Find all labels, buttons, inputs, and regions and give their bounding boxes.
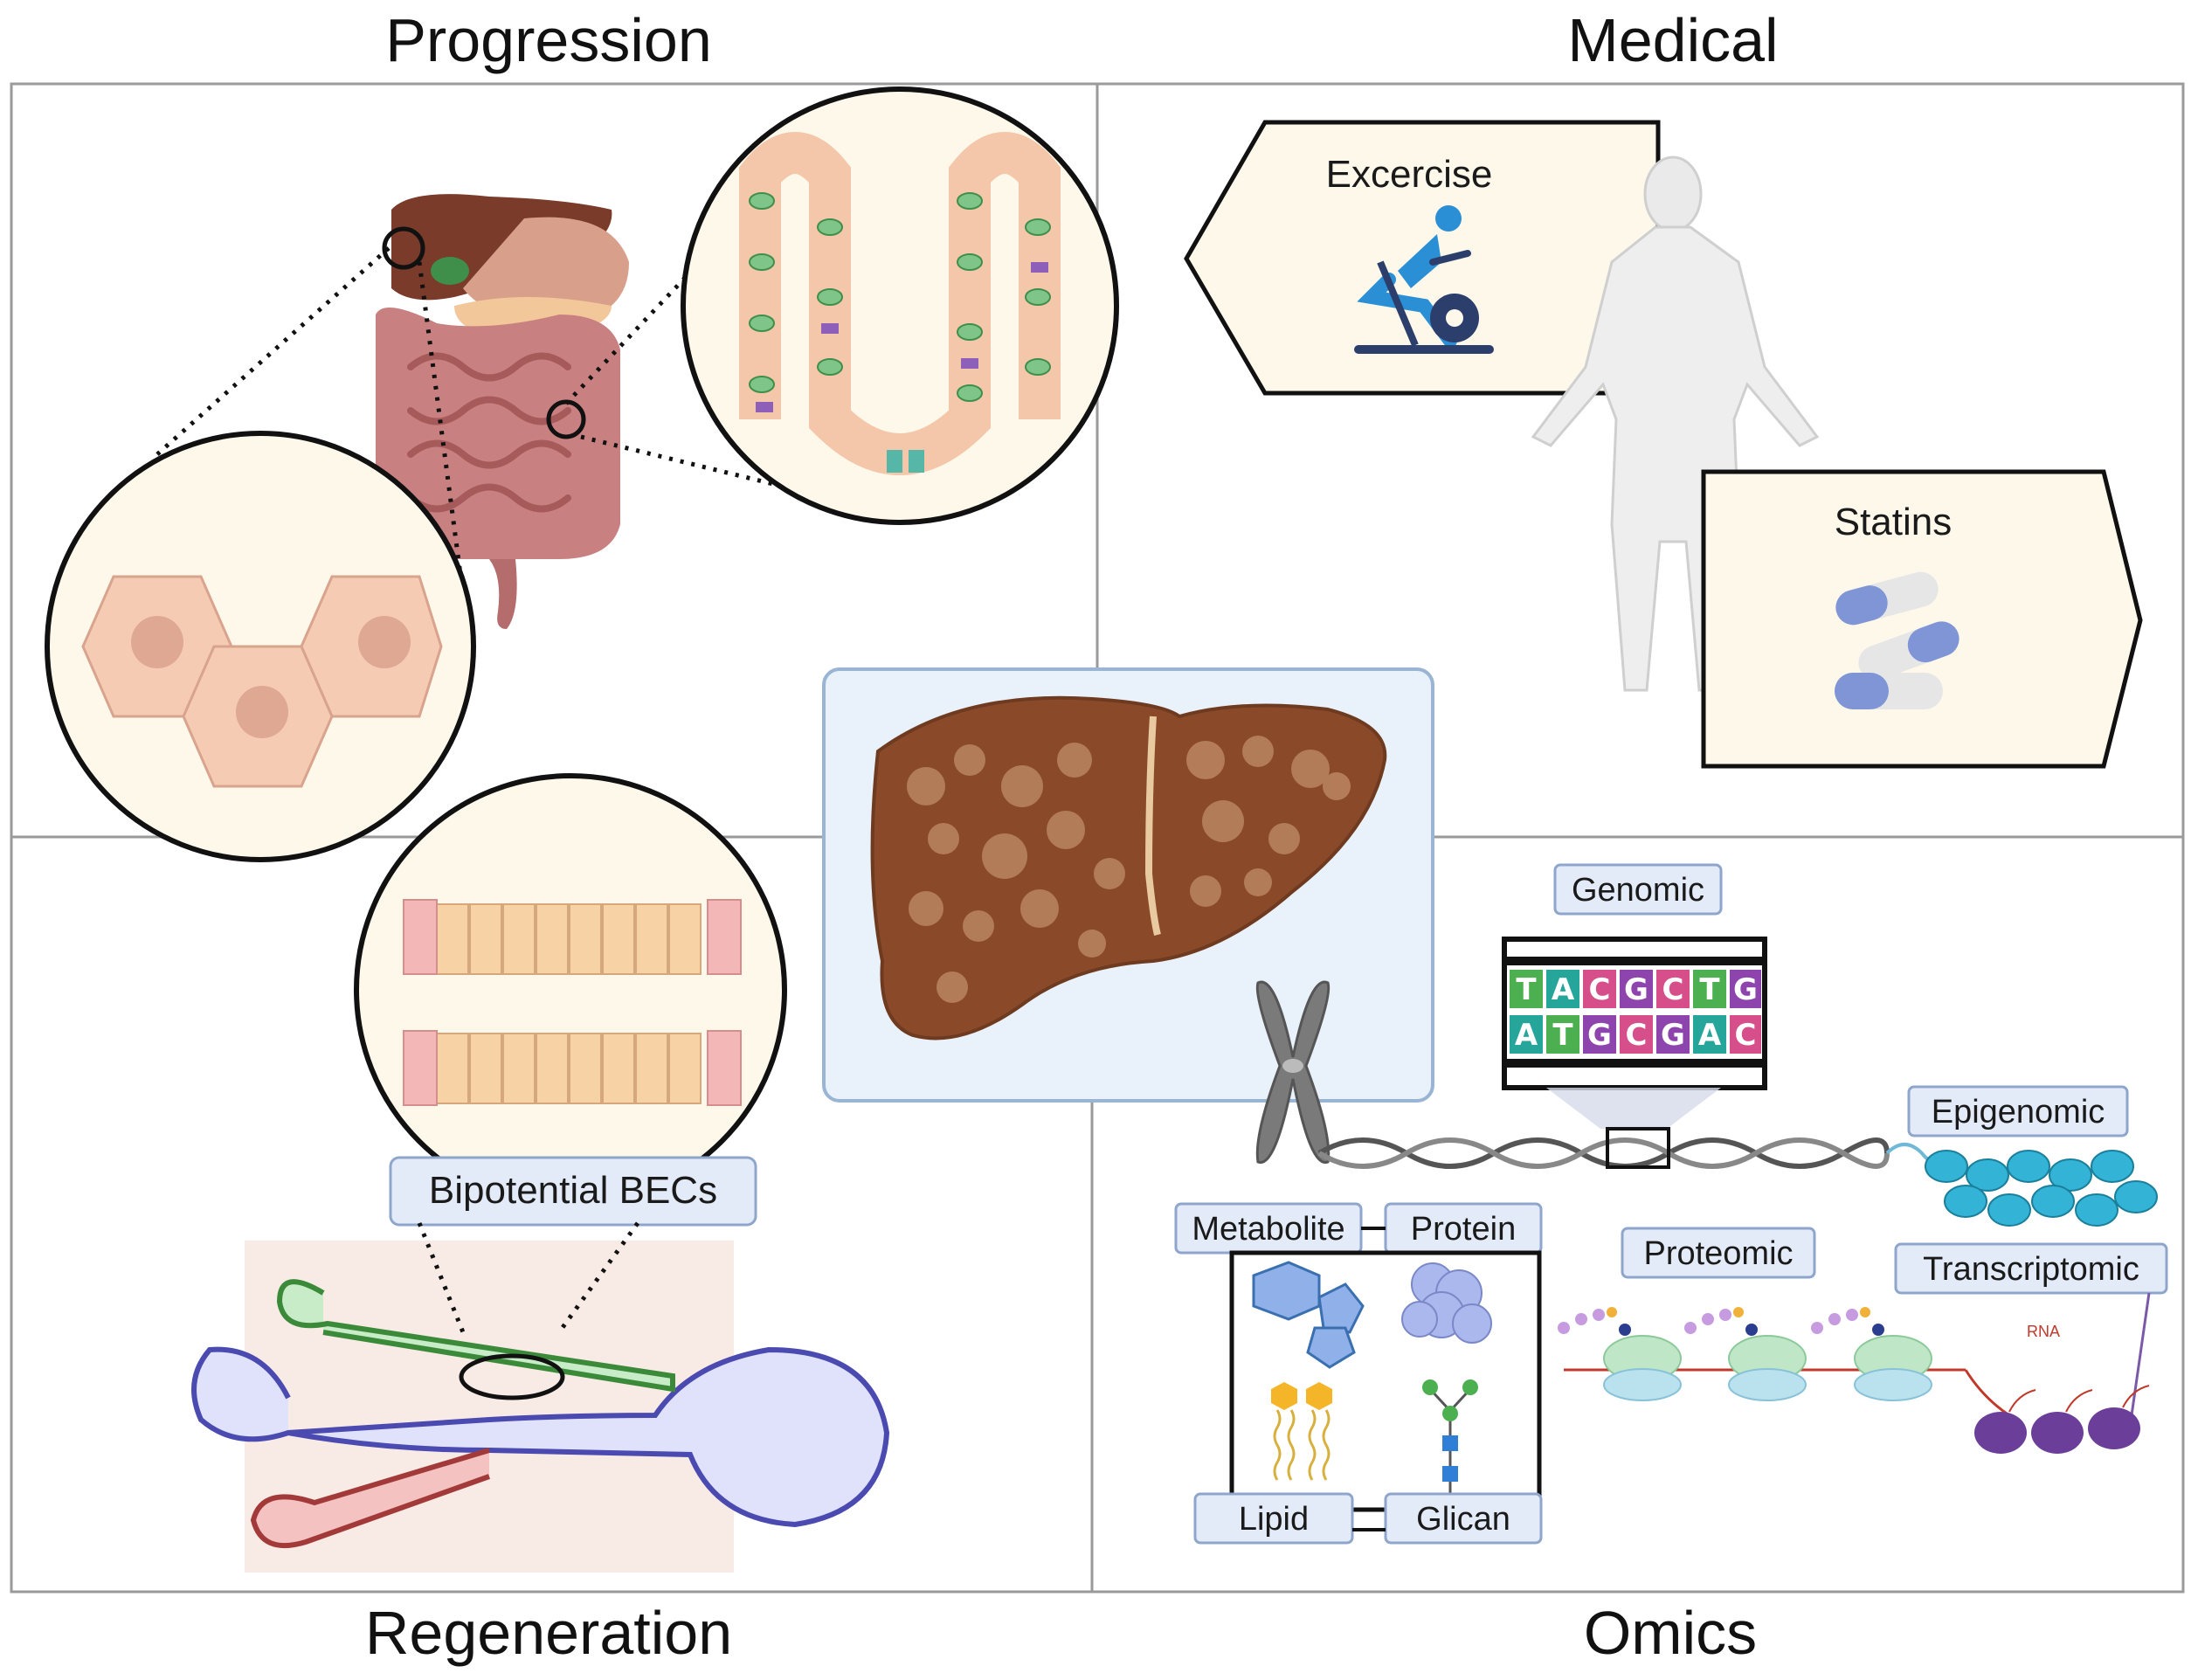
genomic-label: Genomic <box>1572 872 1704 909</box>
dna-top-1: A <box>1552 972 1575 1007</box>
digestive-organs-illustration <box>376 194 629 629</box>
protein-label-box: Protein <box>1384 1202 1543 1255</box>
statins-arrow-panel: Statins <box>1701 469 2143 769</box>
dna-bottom-0: A <box>1515 1018 1538 1053</box>
dna-bottom-3: C <box>1626 1018 1648 1053</box>
dna-top-3: G <box>1624 972 1648 1007</box>
dna-top-0: T <box>1516 972 1537 1007</box>
metabolite-label-box: Metabolite <box>1174 1202 1363 1255</box>
exercise-arrow-panel: Excercise <box>1184 120 1661 396</box>
dna-bottom-4: G <box>1661 1018 1685 1053</box>
bec-zoom-circle <box>354 773 787 1206</box>
human-body-illustration <box>1531 156 1820 692</box>
lipid-icon <box>1271 1382 1332 1481</box>
lipid-label-box: Lipid <box>1193 1492 1354 1545</box>
genomic-label-box: Genomic <box>1553 863 1723 916</box>
dna-top-6: G <box>1733 972 1758 1007</box>
becs-label: Bipotential BECs <box>429 1169 717 1212</box>
dna-top-5: T <box>1699 972 1720 1007</box>
proteomic-label: Proteomic <box>1643 1235 1793 1272</box>
dna-sequence-panel: T A C G C T G A T G C G A C <box>1502 937 1767 1129</box>
hepatocyte-zoom-circle <box>45 431 476 862</box>
bile-duct-illustration <box>191 1221 890 1573</box>
title-omics: Omics <box>1584 1599 1757 1667</box>
dna-top-strand: T A C G C T G <box>1510 970 1761 1008</box>
chromosome-icon <box>1255 980 1330 1165</box>
exercise-label: Excercise <box>1326 153 1493 196</box>
ribosome-translation-illustration <box>1558 1307 1966 1401</box>
rna-label: RNA <box>2027 1323 2060 1340</box>
nucleosome-chain <box>1925 1150 2158 1227</box>
dna-top-2: C <box>1589 972 1611 1007</box>
glycan-icon <box>1422 1379 1478 1494</box>
protein-label: Protein <box>1411 1211 1516 1248</box>
title-medical: Medical <box>1567 6 1778 74</box>
glican-label-box: Glican <box>1384 1492 1543 1545</box>
metabolite-icon <box>1252 1261 1365 1369</box>
glican-label: Glican <box>1416 1501 1510 1538</box>
title-progression: Progression <box>385 6 712 74</box>
cirrhotic-liver-panel <box>822 667 1434 1103</box>
dna-bottom-5: A <box>1698 1018 1722 1053</box>
exercise-bike-icon <box>1354 205 1494 354</box>
protein-icon <box>1401 1262 1492 1344</box>
transcriptomic-label: Transcriptomic <box>1923 1251 2139 1288</box>
becs-label-box: Bipotential BECs <box>389 1156 757 1227</box>
title-regeneration: Regeneration <box>365 1599 732 1667</box>
dna-bottom-1: T <box>1552 1018 1573 1053</box>
dna-bottom-2: G <box>1587 1018 1612 1053</box>
dna-bottom-6: C <box>1735 1018 1757 1053</box>
metabolite-label: Metabolite <box>1192 1211 1344 1248</box>
transcriptomic-label-box: Transcriptomic <box>1894 1242 2168 1295</box>
intestinal-villi-zoom-circle <box>681 86 1119 525</box>
lipid-label: Lipid <box>1239 1501 1309 1538</box>
statins-label: Statins <box>1835 501 1953 543</box>
epigenomic-label-box: Epigenomic <box>1907 1085 2129 1137</box>
dna-double-helix <box>1317 1127 1954 1169</box>
dna-bottom-strand: A T G C G A C <box>1510 1015 1761 1054</box>
epigenomic-label: Epigenomic <box>1932 1094 2105 1130</box>
dna-top-4: C <box>1662 972 1684 1007</box>
biomolecule-box <box>1229 1250 1542 1512</box>
pill-icons <box>1835 571 1959 709</box>
rna-polymerase-illustration <box>1964 1292 2151 1454</box>
proteomic-label-box: Proteomic <box>1621 1227 1816 1279</box>
